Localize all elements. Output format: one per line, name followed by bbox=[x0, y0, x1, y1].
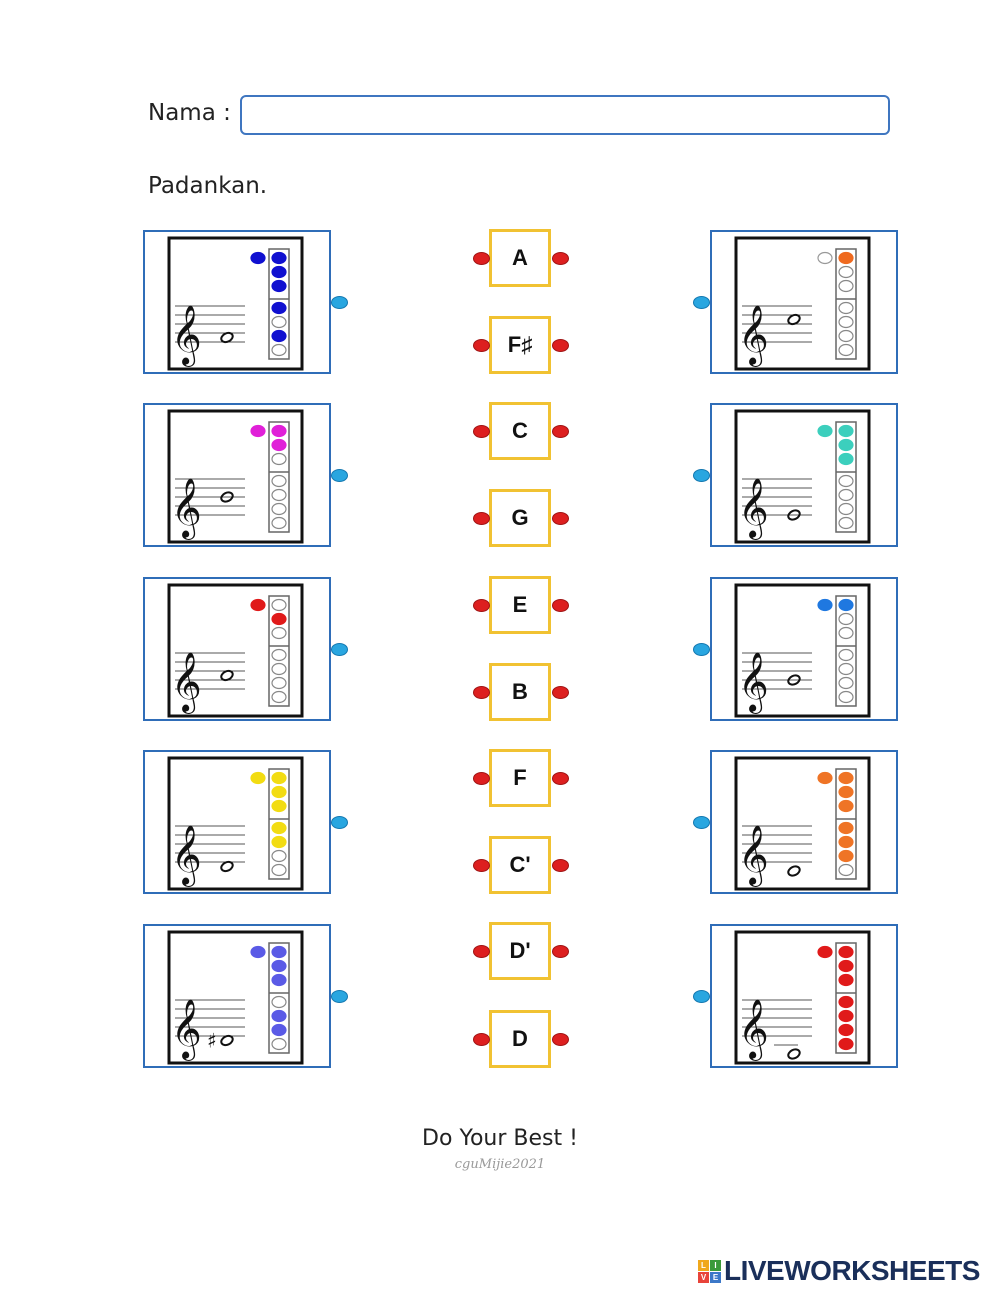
left-fingering-card-2: 𝄞 bbox=[143, 403, 331, 547]
note-connector-left-10[interactable] bbox=[473, 1033, 490, 1046]
left-connector-dot-3[interactable] bbox=[331, 643, 348, 656]
treble-clef-icon: 𝄞 bbox=[171, 478, 202, 540]
note-connector-left-5[interactable] bbox=[473, 599, 490, 612]
note-connector-left-6[interactable] bbox=[473, 686, 490, 699]
note-connector-left-8[interactable] bbox=[473, 859, 490, 872]
recorder-fingering-chart: 𝄞 bbox=[167, 236, 304, 371]
recorder-fingering-chart: 𝄞 bbox=[734, 583, 871, 718]
note-answer-box-4[interactable]: G bbox=[489, 489, 551, 547]
right-connector-dot-1[interactable] bbox=[693, 296, 710, 309]
right-fingering-card-5: 𝄞 bbox=[710, 924, 898, 1068]
right-fingering-card-2: 𝄞 bbox=[710, 403, 898, 547]
author-signature: cguMijie2021 bbox=[454, 1157, 546, 1172]
left-connector-dot-5[interactable] bbox=[331, 990, 348, 1003]
right-connector-dot-4[interactable] bbox=[693, 816, 710, 829]
note-answer-box-2[interactable]: F♯ bbox=[489, 316, 551, 374]
note-connector-left-7[interactable] bbox=[473, 772, 490, 785]
note-answer-box-3[interactable]: C bbox=[489, 402, 551, 460]
treble-clef-icon: 𝄞 bbox=[738, 825, 769, 887]
recorder-fingering-chart: 𝄞 bbox=[734, 409, 871, 544]
name-input[interactable] bbox=[240, 95, 890, 135]
note-connector-right-10[interactable] bbox=[552, 1033, 569, 1046]
note-connector-right-8[interactable] bbox=[552, 859, 569, 872]
liveworksheets-logo-text: LIVEWORKSHEETS bbox=[724, 1255, 980, 1286]
note-connector-right-4[interactable] bbox=[552, 512, 569, 525]
note-answer-box-1[interactable]: A bbox=[489, 229, 551, 287]
recorder-fingering-chart: 𝄞 bbox=[167, 756, 304, 891]
logo-tile-2: I bbox=[710, 1259, 721, 1271]
note-connector-right-9[interactable] bbox=[552, 945, 569, 958]
right-fingering-card-4: 𝄞 bbox=[710, 750, 898, 894]
left-connector-dot-4[interactable] bbox=[331, 816, 348, 829]
note-connector-right-1[interactable] bbox=[552, 252, 569, 265]
treble-clef-icon: 𝄞 bbox=[171, 825, 202, 887]
treble-clef-icon: 𝄞 bbox=[738, 305, 769, 367]
treble-clef-icon: 𝄞 bbox=[171, 652, 202, 714]
left-fingering-card-3: 𝄞 bbox=[143, 577, 331, 721]
right-fingering-card-1: 𝄞 bbox=[710, 230, 898, 374]
left-fingering-card-4: 𝄞 bbox=[143, 750, 331, 894]
note-connector-left-2[interactable] bbox=[473, 339, 490, 352]
note-connector-right-3[interactable] bbox=[552, 425, 569, 438]
left-fingering-card-1: 𝄞 bbox=[143, 230, 331, 374]
note-connector-left-4[interactable] bbox=[473, 512, 490, 525]
recorder-fingering-chart: 𝄞 bbox=[734, 930, 871, 1065]
left-fingering-card-5: 𝄞♯ bbox=[143, 924, 331, 1068]
logo-tile-3: V bbox=[698, 1271, 709, 1283]
recorder-fingering-chart: 𝄞 bbox=[734, 236, 871, 371]
treble-clef-icon: 𝄞 bbox=[171, 305, 202, 367]
recorder-fingering-chart: 𝄞 bbox=[734, 756, 871, 891]
treble-clef-icon: 𝄞 bbox=[738, 999, 769, 1061]
logo-tile-4: E bbox=[710, 1271, 721, 1283]
note-connector-right-6[interactable] bbox=[552, 686, 569, 699]
recorder-fingering-chart: 𝄞 bbox=[167, 583, 304, 718]
name-label: Nama : bbox=[148, 100, 231, 126]
instruction-text: Padankan. bbox=[148, 173, 268, 199]
right-fingering-card-3: 𝄞 bbox=[710, 577, 898, 721]
recorder-fingering-chart: 𝄞 bbox=[167, 409, 304, 544]
recorder-fingering-chart: 𝄞♯ bbox=[167, 930, 304, 1065]
right-connector-dot-3[interactable] bbox=[693, 643, 710, 656]
note-connector-left-3[interactable] bbox=[473, 425, 490, 438]
note-connector-right-5[interactable] bbox=[552, 599, 569, 612]
note-answer-box-8[interactable]: C' bbox=[489, 836, 551, 894]
right-connector-dot-2[interactable] bbox=[693, 469, 710, 482]
treble-clef-icon: 𝄞 bbox=[738, 652, 769, 714]
right-connector-dot-5[interactable] bbox=[693, 990, 710, 1003]
left-connector-dot-2[interactable] bbox=[331, 469, 348, 482]
note-connector-left-1[interactable] bbox=[473, 252, 490, 265]
treble-clef-icon: 𝄞 bbox=[738, 478, 769, 540]
note-connector-right-7[interactable] bbox=[552, 772, 569, 785]
note-connector-right-2[interactable] bbox=[552, 339, 569, 352]
note-answer-box-5[interactable]: E bbox=[489, 576, 551, 634]
svg-text:♯: ♯ bbox=[207, 1029, 217, 1053]
note-answer-box-7[interactable]: F bbox=[489, 749, 551, 807]
note-answer-box-6[interactable]: B bbox=[489, 663, 551, 721]
note-answer-box-9[interactable]: D' bbox=[489, 922, 551, 980]
left-connector-dot-1[interactable] bbox=[331, 296, 348, 309]
treble-clef-icon: 𝄞 bbox=[171, 999, 202, 1061]
note-connector-left-9[interactable] bbox=[473, 945, 490, 958]
footer-text: Do Your Best ! bbox=[422, 1126, 578, 1151]
logo-tile-1: L bbox=[698, 1259, 709, 1271]
note-answer-box-10[interactable]: D bbox=[489, 1010, 551, 1068]
